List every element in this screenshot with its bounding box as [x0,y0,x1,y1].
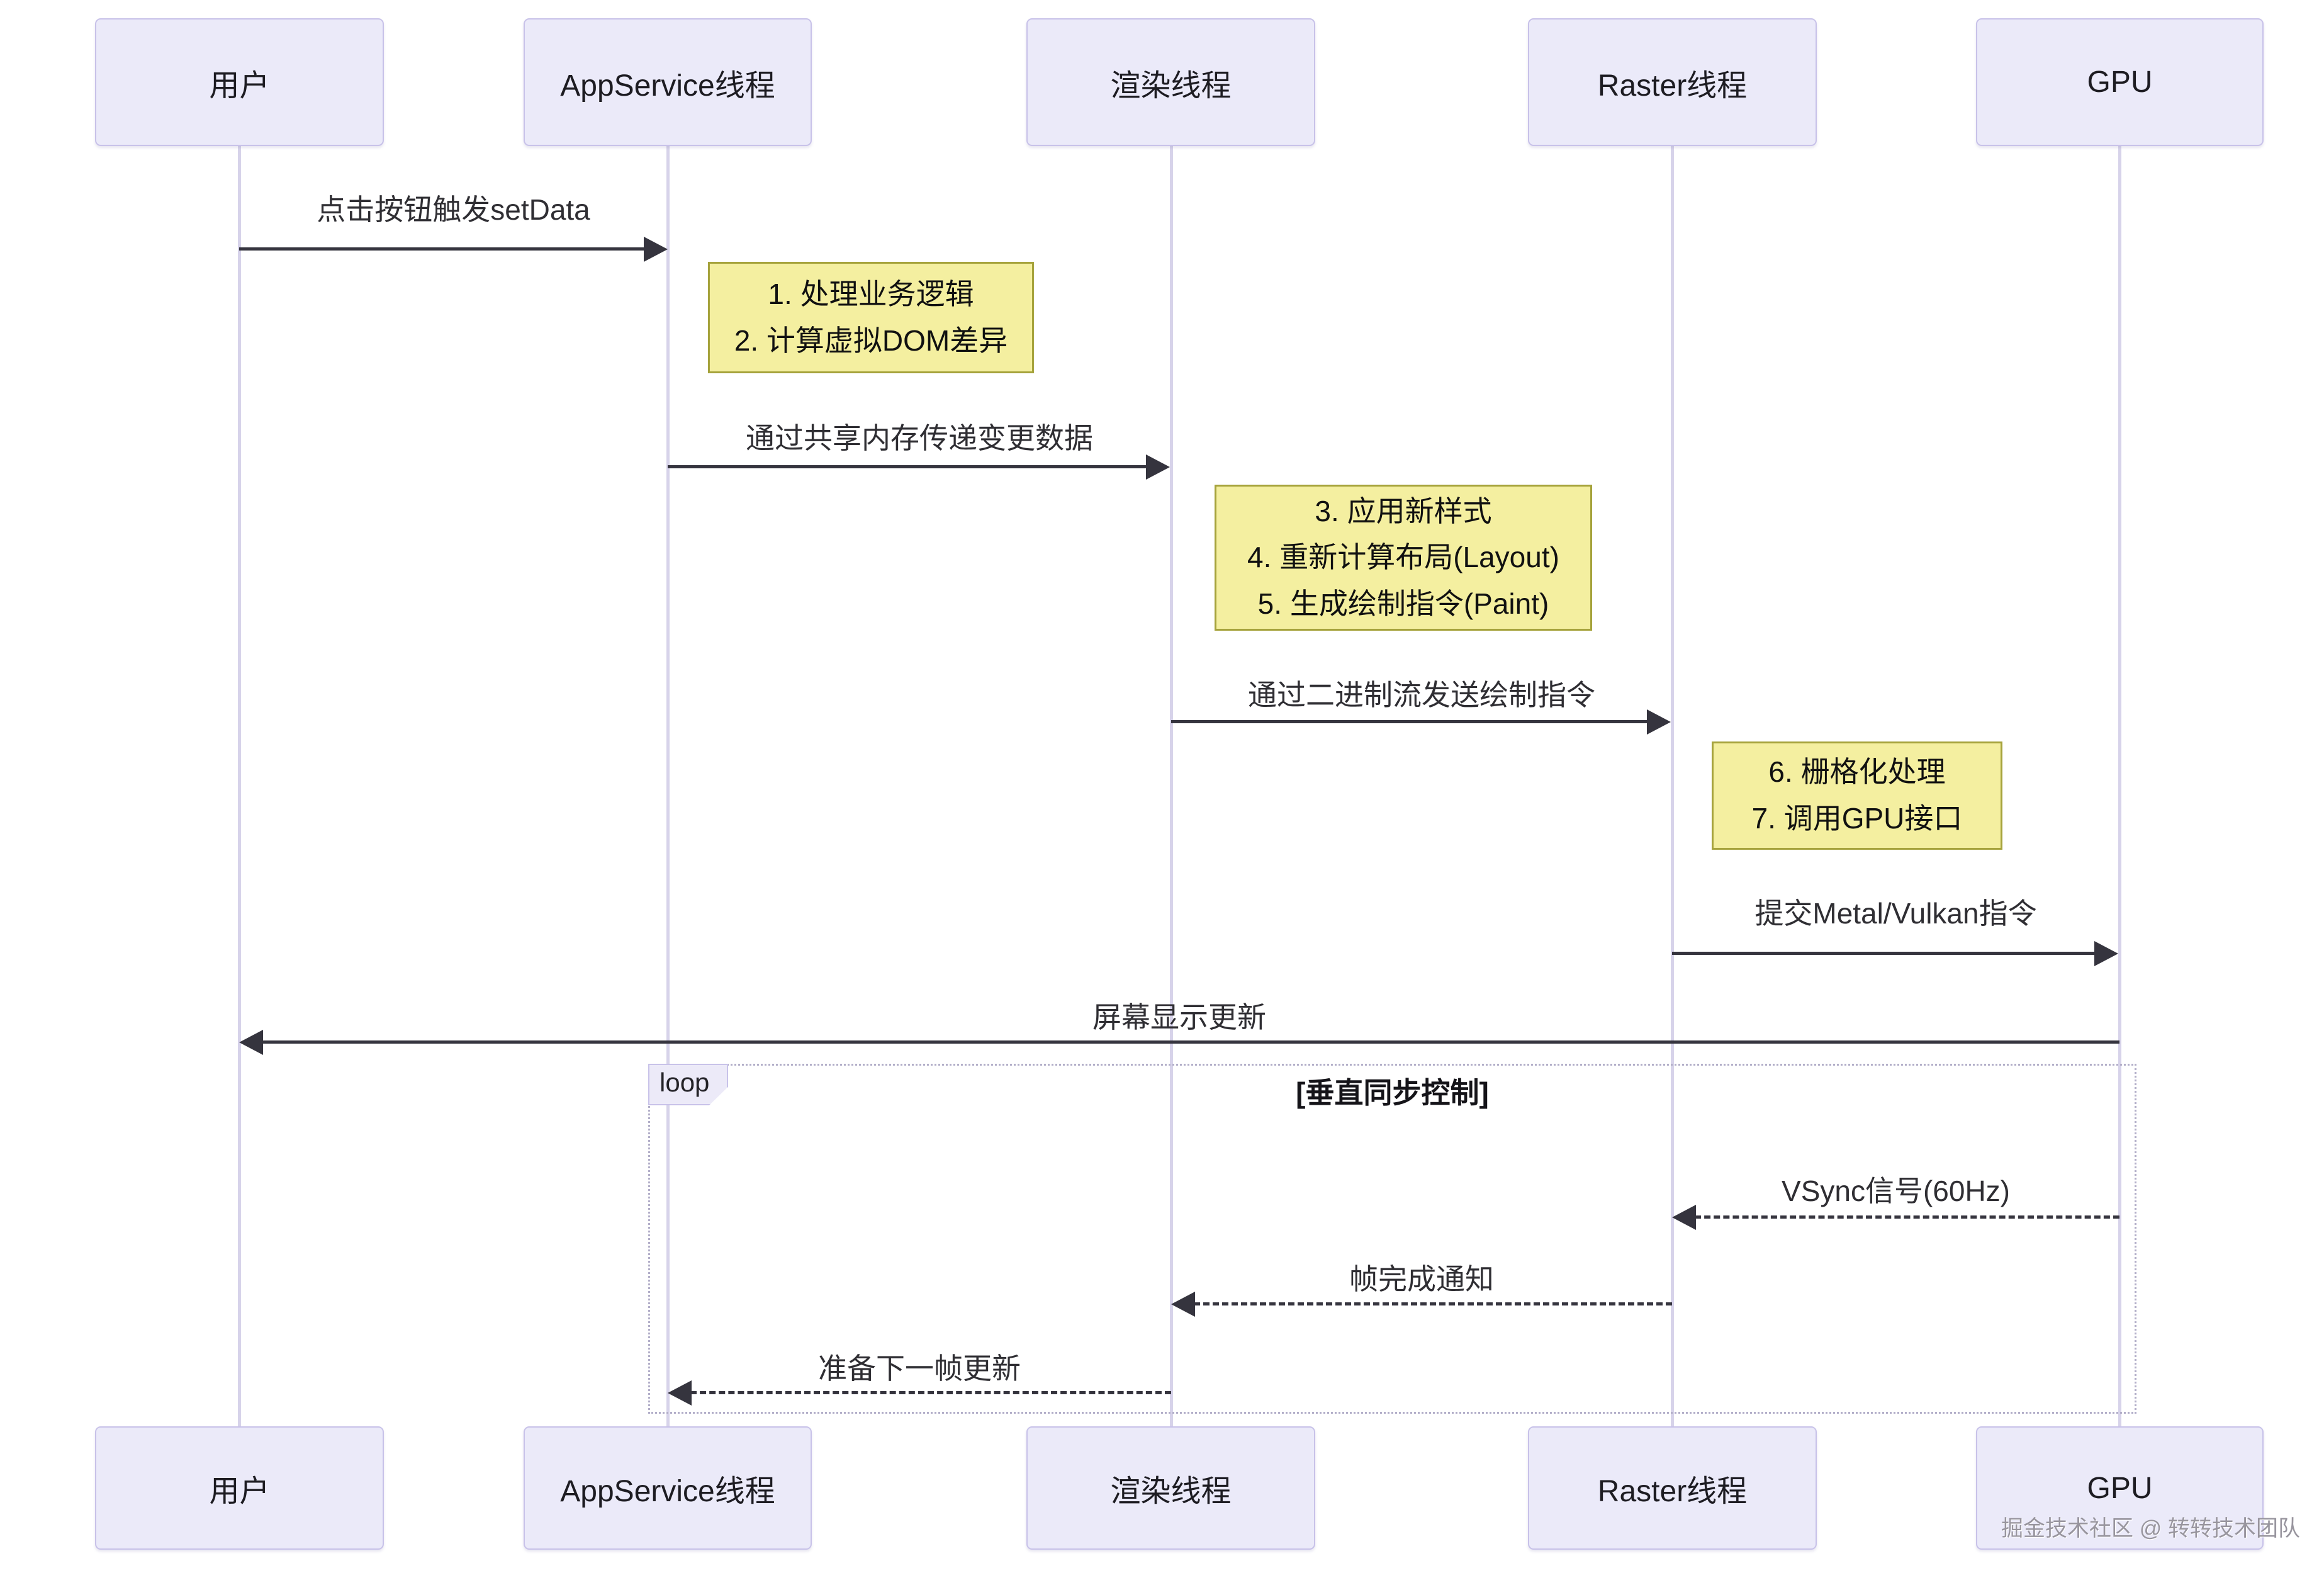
arrowhead-right-icon [1146,454,1170,480]
lifeline-appservice [666,146,670,1426]
message-line-vsync [1695,1215,2119,1219]
participant-appservice-bottom: AppService线程 [524,1426,812,1550]
arrowhead-left-icon [1171,1292,1195,1317]
participant-user-top: 用户 [95,18,384,146]
message-label-binary-stream: 通过二进制流发送绘制指令 [1248,679,1595,711]
participant-render-top: 渲染线程 [1026,18,1315,146]
loop-frame [648,1064,2136,1414]
message-label-frame-done: 帧完成通知 [1349,1263,1494,1295]
note-raster-steps: 6. 栅格化处理 7. 调用GPU接口 [1712,741,2002,850]
participant-raster-bottom: Raster线程 [1528,1426,1817,1550]
loop-condition: [垂直同步控制] [1296,1076,1489,1109]
arrowhead-right-icon [644,237,668,262]
arrowhead-left-icon [239,1030,263,1055]
participant-user-bottom: 用户 [95,1426,384,1550]
participant-raster-top: Raster线程 [1528,18,1817,146]
lifeline-user [238,146,241,1426]
participant-gpu-bottom: GPU [1976,1426,2264,1550]
arrowhead-left-icon [668,1380,692,1406]
note-line: 3. 应用新样式 [1315,494,1492,527]
note-line: 4. 重新计算布局(Layout) [1247,541,1559,574]
arrowhead-right-icon [1647,709,1671,735]
loop-tag: loop [648,1064,729,1105]
lifeline-raster [1671,146,1674,1426]
arrowhead-right-icon [2094,941,2118,966]
note-line: 6. 栅格化处理 [1768,755,1946,789]
message-line-binary-stream [1171,720,1648,723]
message-line-next-frame [690,1391,1171,1394]
note-render-steps: 3. 应用新样式 4. 重新计算布局(Layout) 5. 生成绘制指令(Pai… [1215,485,1592,631]
message-line-frame-done [1194,1302,1672,1305]
participant-gpu-top: GPU [1976,18,2264,146]
lifeline-render [1170,146,1173,1426]
message-label-shared-memory: 通过共享内存传递变更数据 [746,422,1093,454]
arrowhead-left-icon [1672,1205,1696,1230]
participant-appservice-top: AppService线程 [524,18,812,146]
note-appservice-steps: 1. 处理业务逻辑 2. 计算虚拟DOM差异 [708,262,1034,373]
message-line-shared-memory [668,465,1147,468]
message-label-metal-vulkan: 提交Metal/Vulkan指令 [1754,897,2037,930]
message-label-next-frame: 准备下一帧更新 [818,1352,1021,1385]
watermark-text: 掘金技术社区 @ 转转技术团队 [2001,1516,2300,1541]
lifeline-gpu [2118,146,2121,1426]
participant-render-bottom: 渲染线程 [1026,1426,1315,1550]
note-line: 7. 调用GPU接口 [1751,802,1963,835]
message-label-vsync: VSync信号(60Hz) [1782,1175,2010,1207]
message-line-setdata [239,247,645,251]
note-line: 1. 处理业务逻辑 [768,277,974,310]
message-label-screen-update: 屏幕显示更新 [1092,1001,1266,1034]
message-label-setdata: 点击按钮触发setData [317,193,590,226]
note-line: 2. 计算虚拟DOM差异 [734,324,1008,357]
message-line-screen-update [262,1040,2119,1044]
message-line-metal-vulkan [1672,952,2096,955]
note-line: 5. 生成绘制指令(Paint) [1257,587,1549,620]
